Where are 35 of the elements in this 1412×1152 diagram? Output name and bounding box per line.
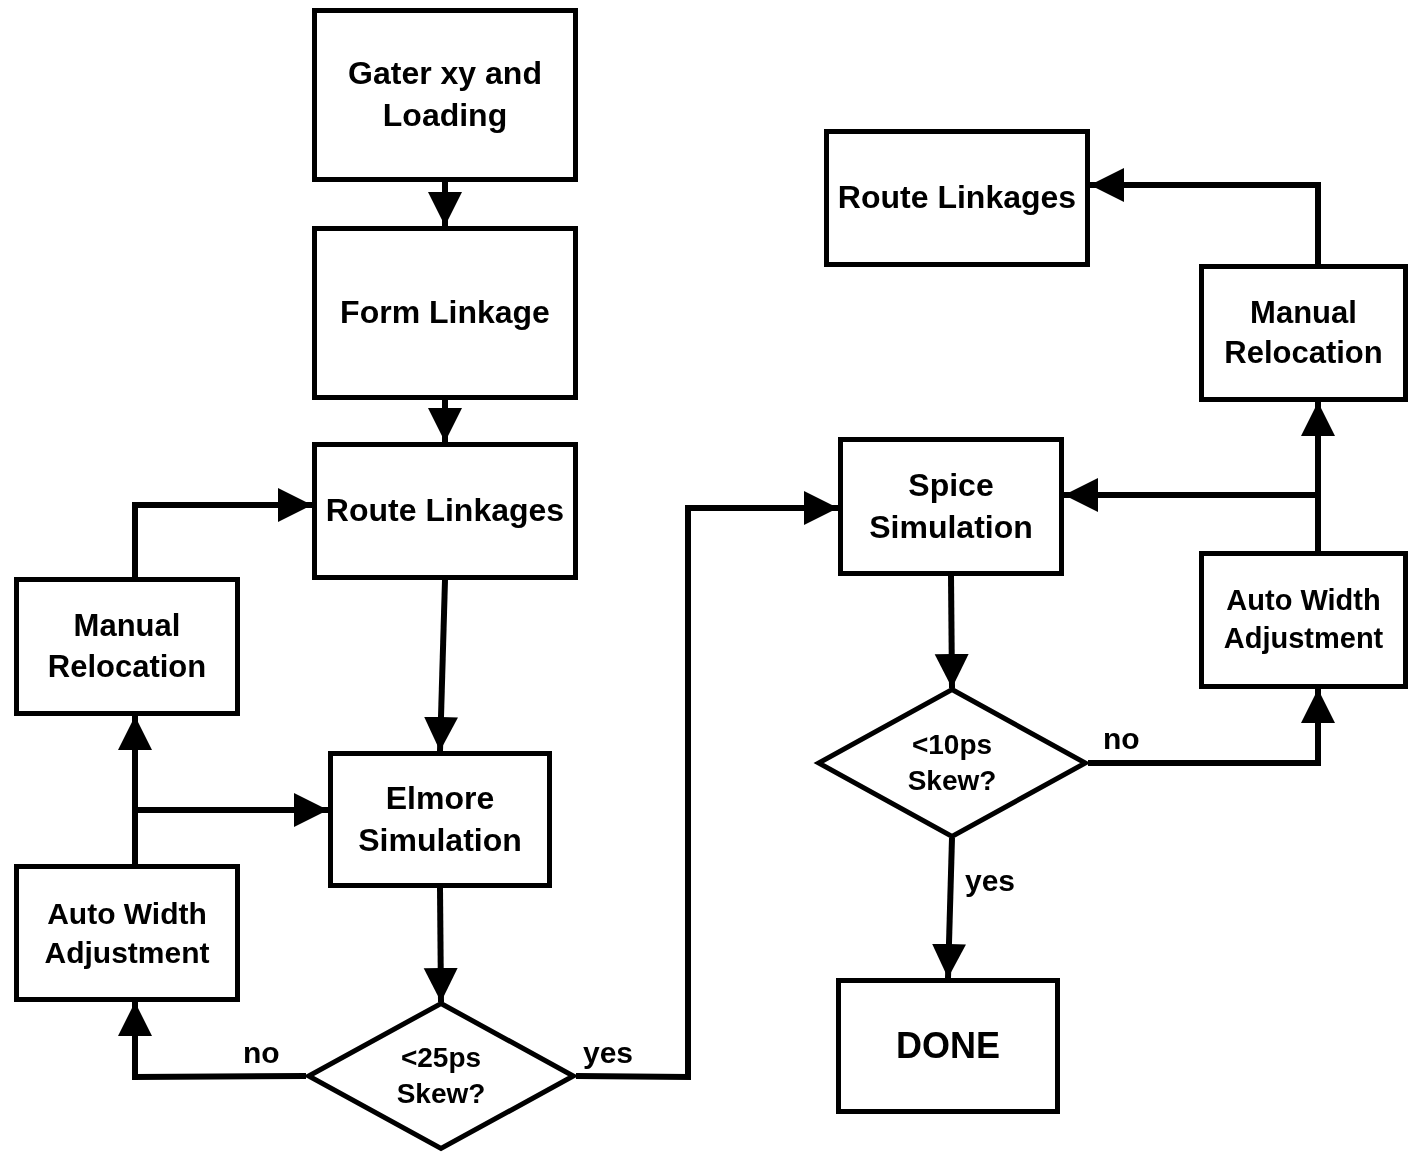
box-label: Manual Relocation [46,607,208,686]
arrow [428,400,462,442]
process-box [1199,264,1408,402]
box-label: Manual Relocation [1223,293,1384,372]
arrow [1090,168,1321,264]
arrow [423,887,458,1003]
process-box [14,864,240,1002]
box-label: Form Linkage [339,293,551,333]
process-box [312,226,578,400]
process-box [328,751,552,888]
arrow [132,488,312,577]
box-label: <10ps Skew? [906,727,998,798]
arrow [428,182,462,226]
box-label: Auto Width Adjustment [1222,583,1385,656]
arrow [932,837,966,979]
process-box [838,437,1064,576]
box-label: Auto Width Adjustment [43,896,211,971]
box-label: Gater xy and Loading [347,54,543,135]
process-box [312,442,578,580]
arrow [575,491,838,1081]
box-label: DONE [895,1023,1001,1068]
arrow [934,575,969,689]
process-box [836,978,1060,1114]
process-box [14,577,240,716]
arrow [118,1002,307,1080]
process-box [824,129,1090,267]
process-box [312,8,578,182]
box-label: Elmore Simulation [357,778,523,860]
process-box [1199,551,1408,689]
arrow [1088,689,1335,766]
box-label: Route Linkages [836,178,1078,218]
box-label: Spice Simulation [868,465,1034,547]
box-label: Route Linkages [324,491,566,531]
arrow [424,579,458,752]
box-label: <25ps Skew? [395,1040,487,1111]
